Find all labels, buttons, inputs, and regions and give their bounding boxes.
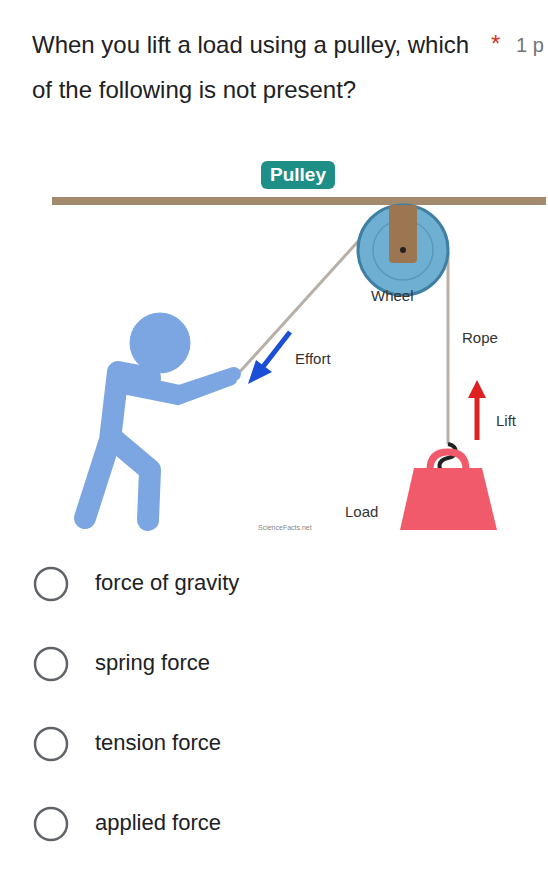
radio-button xyxy=(35,568,67,600)
required-mark: * xyxy=(491,30,500,58)
axle xyxy=(400,247,406,253)
points-label: 1 p xyxy=(516,34,544,57)
radio-button xyxy=(35,808,67,840)
badge-text: Pulley xyxy=(270,164,326,186)
radio-button xyxy=(35,648,67,680)
person-figure xyxy=(85,313,234,520)
answer-option: applied force xyxy=(95,810,221,836)
part-label: Rope xyxy=(462,329,498,346)
pulley-wheel xyxy=(358,205,448,295)
ceiling-beam xyxy=(52,197,546,205)
answer-option: tension force xyxy=(95,730,221,756)
effort-arrow xyxy=(262,332,290,368)
watermark: ScienceFacts.net xyxy=(258,524,312,531)
lift-arrow xyxy=(475,396,480,440)
weight-handle xyxy=(430,452,466,470)
rope-load xyxy=(447,252,450,444)
answer-option: force of gravity xyxy=(95,570,239,596)
answer-option: spring force xyxy=(95,650,210,676)
rope-effort xyxy=(236,226,372,376)
pulley-badge: Pulley xyxy=(261,161,335,189)
question-text: When you lift a load using a pulley, whi… xyxy=(32,22,487,112)
radio-button xyxy=(35,728,67,760)
part-label: Wheel xyxy=(371,287,414,304)
hook xyxy=(439,444,455,472)
part-label: Lift xyxy=(496,412,516,429)
load-weight xyxy=(400,468,497,530)
part-label: Load xyxy=(345,503,378,520)
part-label: Effort xyxy=(295,350,331,367)
pulley-bracket xyxy=(389,205,417,263)
lift-arrowhead xyxy=(468,380,486,398)
effort-arrowhead xyxy=(248,360,272,384)
